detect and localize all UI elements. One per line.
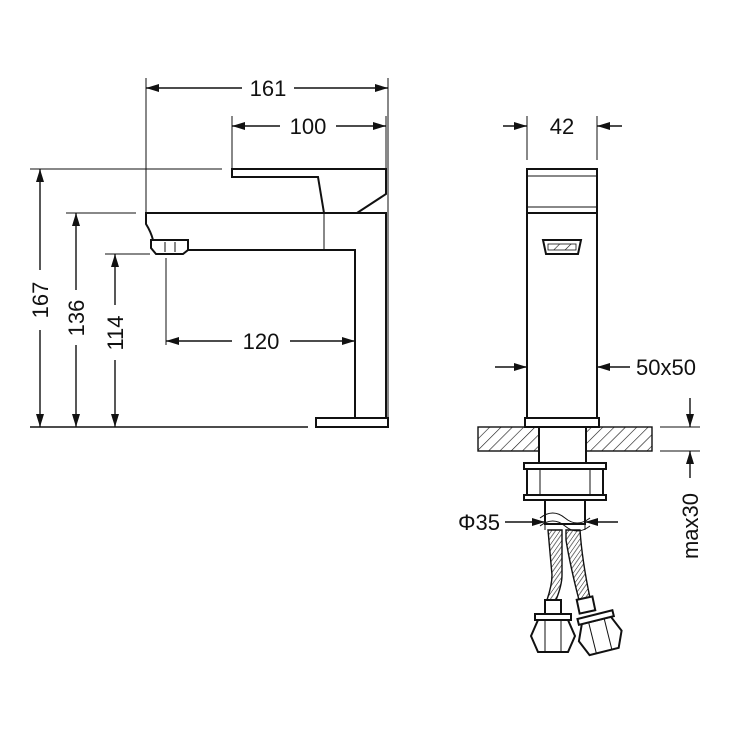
dim-lever-width: 100 xyxy=(232,114,386,139)
dim-label-100: 100 xyxy=(290,114,327,139)
dim-spout-height: 136 xyxy=(64,213,89,427)
dim-label-42: 42 xyxy=(550,114,574,139)
side-base-plate xyxy=(524,417,600,428)
counter-slab xyxy=(477,426,540,452)
dim-label-114: 114 xyxy=(103,315,128,350)
dim-overall-width: 161 xyxy=(146,76,388,101)
dim-reach: 120 xyxy=(166,329,355,354)
base-plate xyxy=(315,417,389,428)
dim-label-167: 167 xyxy=(28,282,53,319)
dim-side-width: 42 xyxy=(503,114,622,139)
tail-shank xyxy=(538,426,587,464)
dim-label-phi35: Φ35 xyxy=(458,510,500,535)
hose-right xyxy=(565,529,591,601)
aerator xyxy=(150,239,189,255)
dim-counter-max: max30 xyxy=(678,398,703,559)
dim-label-136: 136 xyxy=(64,300,89,337)
dim-label-161: 161 xyxy=(250,76,287,101)
hose-connector-left xyxy=(529,613,577,653)
dim-outlet-height: 114 xyxy=(103,254,128,427)
dim-label-120: 120 xyxy=(243,329,280,354)
dim-label-max30: max30 xyxy=(678,493,703,559)
front-view: 161 100 120 167 xyxy=(28,76,389,428)
hose-left xyxy=(546,529,563,601)
lever-handle xyxy=(231,168,387,214)
fixing-nut xyxy=(526,468,604,496)
side-view: 42 50x50 Φ35 max30 xyxy=(458,114,703,657)
hose-connector-right xyxy=(576,609,623,657)
dim-overall-height: 167 xyxy=(28,169,53,427)
dim-tail-diameter: Φ35 xyxy=(458,510,618,535)
dim-label-50x50: 50x50 xyxy=(636,355,696,380)
dim-body-section: 50x50 xyxy=(495,355,696,380)
